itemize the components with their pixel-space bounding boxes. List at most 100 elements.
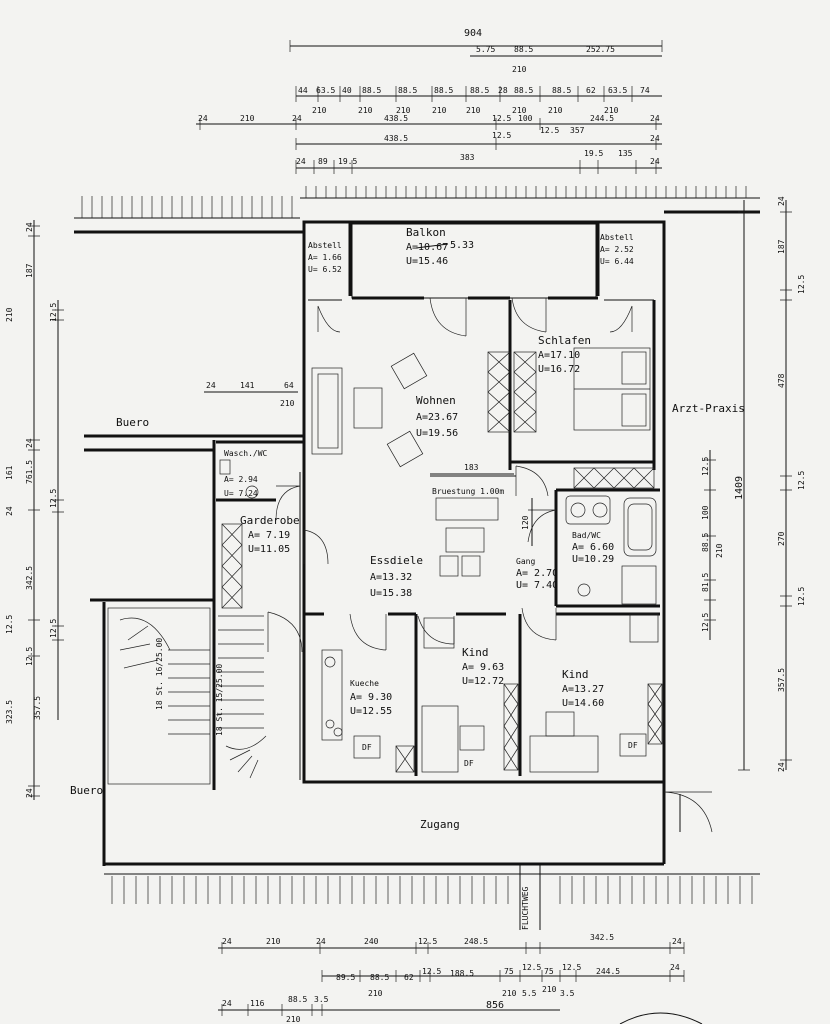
dim-top-r2-0: 44 xyxy=(298,86,308,95)
dim-right-0: 24 xyxy=(777,196,786,206)
schlafen-area: A=17.10 xyxy=(538,350,580,361)
stair-label-2: 18 St. 15/25.00 xyxy=(215,664,224,736)
dim-left-9: 342.5 xyxy=(25,566,34,590)
dim-bot-r1-5: 248.5 xyxy=(464,937,488,946)
wasch-name: Wasch./WC xyxy=(224,449,268,458)
dim-top-r1-c: 252.75 xyxy=(586,45,615,54)
dim-bot-r2b-2: 5.5 xyxy=(522,989,537,998)
essdiele-area: A=13.32 xyxy=(370,572,412,583)
dim-top-r3-7: 24 xyxy=(650,114,660,123)
balkon-area-corrected: 5.33 xyxy=(450,240,474,251)
dim-top-r5-3: 383 xyxy=(460,153,475,162)
dim-bot-r3-2: 88.5 xyxy=(288,995,307,1004)
dim-bot-r1-1: 210 xyxy=(266,937,281,946)
dim-bot-r2-6: 12.5 xyxy=(522,963,541,972)
ground-hatch-top xyxy=(74,186,760,219)
bad-area: A= 6.60 xyxy=(572,542,614,553)
dim-bot-r2-8: 12.5 xyxy=(562,963,581,972)
dim-left-12: 323.5 xyxy=(5,700,14,724)
df-kueche: DF xyxy=(362,743,372,752)
dim-top-r2-2: 40 xyxy=(342,86,352,95)
kueche-area: A= 9.30 xyxy=(350,692,392,703)
dim-top-r5-6: 24 xyxy=(650,157,660,166)
dim-bot-r3-1: 116 xyxy=(250,999,265,1008)
kind1-name: Kind xyxy=(462,646,489,659)
dim-top-r2-1: 63.5 xyxy=(316,86,335,95)
dim-top-r5-2: 19.5 xyxy=(338,157,357,166)
dim-bot-r1-3: 240 xyxy=(364,937,379,946)
dim-right-13: 357.5 xyxy=(777,668,786,692)
abstell-right-name: Abstell xyxy=(600,233,634,242)
balkon-area: A=10.67 xyxy=(406,242,448,253)
dim-top-r2-4: 88.5 xyxy=(398,86,417,95)
dim-top-r3-4: 12.5 xyxy=(492,114,511,123)
dim-inner-1: 141 xyxy=(240,381,255,390)
abstell-right-area: A= 2.52 xyxy=(600,245,634,254)
dim-top-r2b-3: 210 xyxy=(432,106,447,115)
kueche-name: Kueche xyxy=(350,679,379,688)
garderobe-area: A= 7.19 xyxy=(248,530,290,541)
dim-bot-r2-4: 188.5 xyxy=(450,969,474,978)
dim-top-r4-2: 12.5 xyxy=(540,126,559,135)
dim-bot-r2-3: 12.5 xyxy=(422,967,441,976)
buero-bottom-label: Buero xyxy=(70,784,103,797)
dim-right-4: 12.5 xyxy=(797,471,806,490)
wasch-area: A= 2.94 xyxy=(224,475,258,484)
bad-perimeter: U=10.29 xyxy=(572,554,614,565)
dim-top-r5-5: 135 xyxy=(618,149,633,158)
dim-right-5: 100 xyxy=(701,505,710,520)
dim-inner-2: 64 xyxy=(284,381,294,390)
room-labels: Balkon A=10.67 5.33 U=15.46 Abstell A= 1… xyxy=(70,226,745,930)
left-dimension-chains: 24 187 210 12.5 24 161 12.5 761.5 24 342… xyxy=(5,220,64,800)
dim-top-r3-1: 210 xyxy=(240,114,255,123)
dim-left-6: 12.5 xyxy=(49,489,58,508)
dim-top-r5-0: 24 xyxy=(296,157,306,166)
dim-top-r2-3: 88.5 xyxy=(362,86,381,95)
dim-bot-r3-0: 24 xyxy=(222,999,232,1008)
dim-top-r2-8: 88.5 xyxy=(514,86,533,95)
dim-bot-total: 856 xyxy=(486,1000,504,1011)
dim-right-9: 270 xyxy=(777,531,786,546)
dim-left-11: 12.5 xyxy=(49,619,58,638)
dim-right-1: 187 xyxy=(777,239,786,254)
dim-bot-r1-7: 24 xyxy=(672,937,682,946)
wohnen-name: Wohnen xyxy=(416,394,456,407)
dim-top-r3-6: 244.5 xyxy=(590,114,614,123)
dim-top-r4-0: 438.5 xyxy=(384,134,408,143)
dim-top-r2-9: 88.5 xyxy=(552,86,571,95)
dim-left-7: 761.5 xyxy=(25,460,34,484)
dim-top-r1-d: 210 xyxy=(512,65,527,74)
essdiele-name: Essdiele xyxy=(370,554,423,567)
wohnen-perimeter: U=19.56 xyxy=(416,428,458,439)
zugang-label: Zugang xyxy=(420,818,460,831)
arzt-praxis-label: Arzt-Praxis xyxy=(672,402,745,415)
wasch-perimeter: U= 7.24 xyxy=(224,489,258,498)
right-dimension-chains: 1409 24 187 12.5 478 12.5 100 12.5 88.5 … xyxy=(701,196,806,772)
dim-top-r2b-2: 210 xyxy=(396,106,411,115)
dim-bot-r2-0: 89.5 xyxy=(336,973,355,982)
dim-right-12: 12.5 xyxy=(797,587,806,606)
dim-right-3: 478 xyxy=(777,373,786,388)
dim-top-r2-10: 62 xyxy=(586,86,596,95)
dim-top-r3-5: 100 xyxy=(518,114,533,123)
gang-area: A= 2.70 xyxy=(516,568,558,579)
abstell-left-perimeter: U= 6.52 xyxy=(308,265,342,274)
dim-left-1: 187 xyxy=(25,263,34,278)
dim-inner-3: 210 xyxy=(280,399,295,408)
dim-bot-r2b-4: 3.5 xyxy=(560,989,575,998)
dim-bot-r1-0: 24 xyxy=(222,937,232,946)
dim-left-10: 12.5 xyxy=(5,615,14,634)
gang-name: Gang xyxy=(516,557,535,566)
dim-bot-r1-2: 24 xyxy=(316,937,326,946)
df-kind1: DF xyxy=(464,759,474,768)
bottom-dimension-chains: 24 210 24 240 12.5 248.5 342.5 24 89.5 8… xyxy=(218,933,685,1024)
building-walls xyxy=(74,210,760,866)
kind2-perimeter: U=14.60 xyxy=(562,698,604,709)
top-dimension-chains: 904 5.75 88.5 252.75 210 44 63.5 40 88.5… xyxy=(196,28,663,174)
abstell-left-name: Abstell xyxy=(308,241,342,250)
dim-top-r1-a: 5.75 xyxy=(476,45,495,54)
garderobe-perimeter: U=11.05 xyxy=(248,544,290,555)
dim-bot-r2b-0: 210 xyxy=(368,989,383,998)
dim-bot-r1-4: 12.5 xyxy=(418,937,437,946)
dim-top-r4-4: 24 xyxy=(650,134,660,143)
